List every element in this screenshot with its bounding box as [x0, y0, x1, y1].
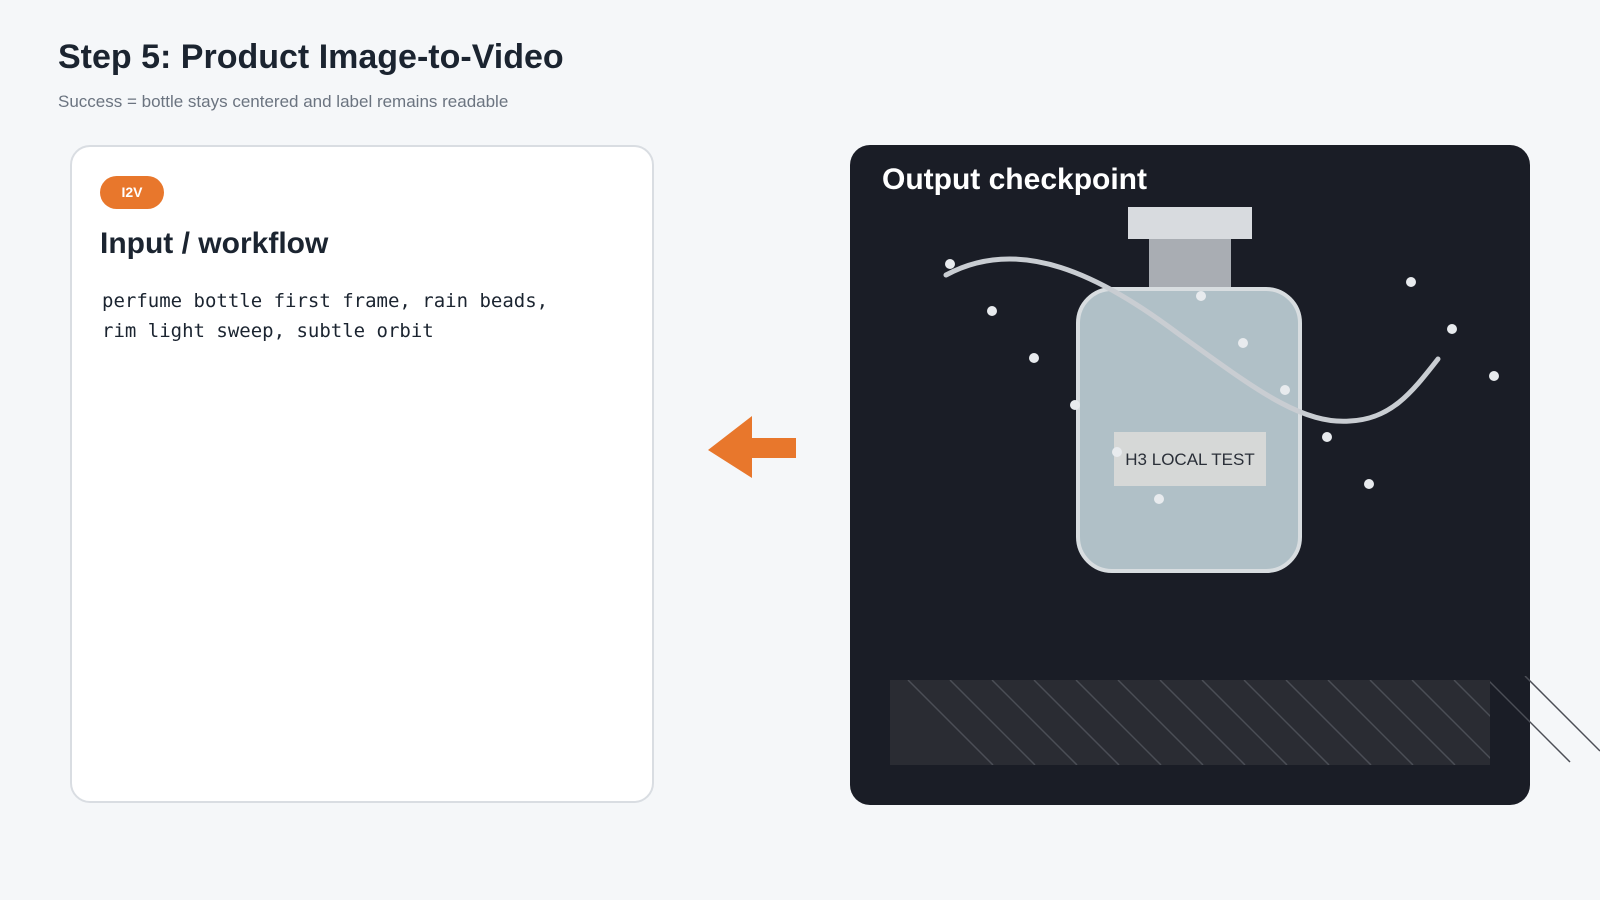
- hatch-line: [1033, 680, 1120, 765]
- bottle-body: [1076, 287, 1302, 573]
- hatch-line: [1201, 680, 1288, 765]
- hatch-line: [1159, 680, 1246, 765]
- hatch-line: [1243, 680, 1330, 765]
- input-card: I2V Input / workflow perfume bottle firs…: [70, 145, 654, 803]
- light-sweep-curve: [943, 256, 1441, 424]
- output-preview: H3 LOCAL TEST: [890, 207, 1499, 765]
- prompt-line: perfume bottle first frame, rain beads,: [102, 290, 549, 312]
- bottle-cap: [1128, 207, 1252, 239]
- hatch-line: [907, 680, 994, 765]
- hatch-line: [991, 680, 1078, 765]
- arrow-left-icon: [706, 414, 796, 483]
- page-title: Step 5: Product Image-to-Video: [58, 38, 564, 76]
- hatch-line: [1327, 680, 1414, 765]
- hatch-line: [1369, 680, 1456, 765]
- hatch-line: [949, 680, 1036, 765]
- hatch-line: [1117, 680, 1204, 765]
- hatch-line: [1411, 680, 1490, 760]
- bottle-neck: [1149, 239, 1231, 291]
- mode-badge: I2V: [100, 176, 164, 209]
- hatch-line: [1075, 680, 1162, 765]
- prompt-line: rim light sweep, subtle orbit: [102, 320, 434, 342]
- hatch-line: [1453, 680, 1490, 718]
- output-panel-title: Output checkpoint: [882, 163, 1147, 196]
- hatch-overflow: [1490, 676, 1600, 763]
- input-card-title: Input / workflow: [100, 227, 329, 260]
- bottle-label-text: H3 LOCAL TEST: [1125, 450, 1254, 469]
- hatch-line: [1285, 680, 1372, 765]
- floor-strip: [890, 680, 1490, 765]
- output-panel: H3 LOCAL TEST Output checkpoint: [850, 145, 1530, 805]
- bottle-label: [1114, 432, 1266, 486]
- page-subtitle: Success = bottle stays centered and labe…: [58, 92, 509, 111]
- bottle: H3 LOCAL TEST: [1076, 207, 1302, 573]
- rain-beads: [945, 259, 1499, 504]
